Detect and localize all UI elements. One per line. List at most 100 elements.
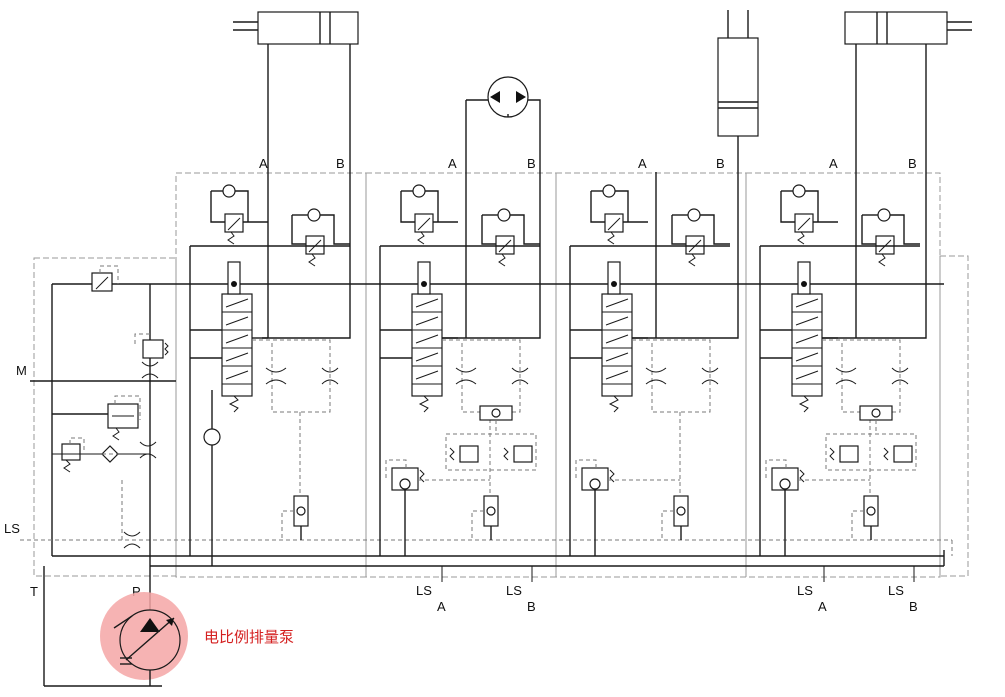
schematic-line bbox=[805, 190, 819, 222]
spring-icon bbox=[503, 447, 509, 461]
relief-valve-icon bbox=[449, 445, 479, 463]
orifice-icon bbox=[511, 367, 529, 385]
valve-body bbox=[601, 293, 633, 397]
schematic-line bbox=[661, 510, 674, 540]
directional-valve-icon bbox=[601, 261, 633, 413]
schematic-line bbox=[590, 191, 605, 223]
port-a-label-3: A bbox=[638, 156, 647, 171]
schematic-line bbox=[615, 190, 629, 222]
schematic-line bbox=[471, 510, 484, 540]
cylinder-icon bbox=[844, 11, 972, 62]
ls-label-1: LS bbox=[416, 583, 432, 598]
hydraulic-motor-icon bbox=[487, 76, 529, 118]
pressure-compensator-icon bbox=[771, 467, 805, 491]
relief-valve-icon bbox=[414, 213, 434, 245]
ls-label-2: LS bbox=[506, 583, 522, 598]
flow-arrow bbox=[415, 352, 439, 362]
relief-valve-body bbox=[839, 445, 859, 463]
schematic-line bbox=[210, 191, 225, 223]
port-labels-top: A B A B A B A B bbox=[259, 156, 917, 171]
shuttle-ball bbox=[676, 506, 686, 516]
relief-valve-icon bbox=[495, 235, 515, 267]
section-boundaries bbox=[33, 172, 969, 578]
shuttle-valve-icon bbox=[859, 405, 893, 421]
orifice-icon bbox=[321, 367, 339, 385]
port-p-label: P bbox=[132, 584, 141, 599]
relief-valve-body bbox=[459, 445, 479, 463]
schematic-line bbox=[442, 339, 521, 413]
main-lines bbox=[20, 283, 953, 687]
valve-body bbox=[791, 293, 823, 397]
cylinder-icon bbox=[233, 11, 359, 62]
spring-icon bbox=[798, 395, 809, 413]
relief-valve-icon bbox=[503, 445, 533, 463]
spring-icon bbox=[449, 447, 455, 461]
schematic-line bbox=[632, 339, 711, 413]
check-valve-icon bbox=[602, 184, 616, 198]
spring-icon bbox=[797, 231, 805, 245]
schematic-line bbox=[252, 339, 331, 413]
flow-arrow bbox=[605, 298, 629, 308]
valve-actuator bbox=[607, 261, 621, 295]
spring-icon bbox=[308, 253, 316, 267]
relief-valve-body bbox=[875, 235, 895, 255]
port-b-label-4: B bbox=[908, 156, 917, 171]
shuttle-ball bbox=[866, 506, 876, 516]
check-valve-icon bbox=[399, 478, 411, 490]
relief-valve-arrow bbox=[607, 217, 621, 231]
port-b-label-2: B bbox=[527, 156, 536, 171]
spring-icon bbox=[227, 231, 235, 245]
relief-valve-icon bbox=[829, 445, 859, 463]
flow-arrow bbox=[415, 370, 439, 380]
schematic-line bbox=[671, 215, 686, 245]
flow-arrow bbox=[605, 316, 629, 326]
check-valve-icon bbox=[412, 184, 426, 198]
relief-valve-body bbox=[513, 445, 533, 463]
relief-valve-icon bbox=[61, 437, 85, 473]
check-valve-icon bbox=[687, 208, 701, 222]
directional-valve-icon bbox=[221, 261, 253, 413]
schematic-line bbox=[281, 510, 294, 540]
relief-valve-icon bbox=[883, 445, 913, 463]
schematic-line bbox=[861, 215, 876, 245]
relief-valve-body bbox=[414, 213, 434, 233]
variable-pump-icon bbox=[100, 592, 188, 686]
schematic-line bbox=[780, 191, 795, 223]
orifice-icon bbox=[701, 367, 719, 385]
relief-valve-icon bbox=[794, 213, 814, 245]
shuttle-valve-icon bbox=[293, 495, 309, 527]
schematic-line bbox=[291, 215, 306, 245]
relief-valve-body bbox=[305, 235, 325, 255]
flow-arrow bbox=[225, 334, 249, 344]
ls-label-3: LS bbox=[797, 583, 813, 598]
check-valve-icon bbox=[497, 208, 511, 222]
ls-label-4: LS bbox=[888, 583, 904, 598]
ls-b-label-2: B bbox=[909, 599, 918, 614]
relief-valve-body bbox=[685, 235, 705, 255]
relief-valve-icon bbox=[604, 213, 624, 245]
ls-a-label-1: A bbox=[437, 599, 446, 614]
schematic-line bbox=[385, 459, 407, 478]
schematic-line bbox=[575, 459, 597, 478]
orifice-icon bbox=[891, 367, 909, 385]
orifice-icon bbox=[455, 367, 477, 385]
relief-valve-icon bbox=[91, 265, 119, 292]
spring-icon bbox=[883, 447, 889, 461]
cylinder-icon bbox=[717, 10, 759, 137]
valve-actuator bbox=[797, 261, 811, 295]
port-ls-label: LS bbox=[4, 521, 20, 536]
work-section-1 bbox=[189, 184, 350, 566]
port-a-label-2: A bbox=[448, 156, 457, 171]
junction-dot bbox=[611, 281, 617, 287]
valve-body bbox=[221, 293, 253, 397]
check-valve-icon bbox=[877, 208, 891, 222]
relief-valve-body bbox=[604, 213, 624, 233]
port-b-label-3: B bbox=[716, 156, 725, 171]
work-section-3 bbox=[569, 184, 730, 556]
check-valve-icon bbox=[203, 428, 221, 446]
port-labels-bottom: LS A LS B LS A LS B bbox=[416, 566, 918, 614]
relief-valve-icon bbox=[224, 213, 244, 245]
check-valve-icon bbox=[792, 184, 806, 198]
flow-arrow bbox=[415, 334, 439, 344]
